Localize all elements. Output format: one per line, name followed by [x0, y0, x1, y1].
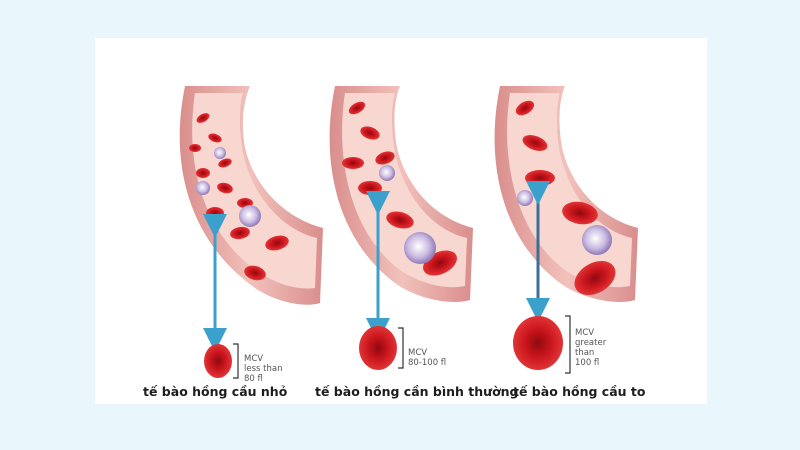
red-blood-cell	[525, 170, 555, 186]
vessel-normal-cells	[329, 86, 473, 303]
red-blood-cell	[218, 158, 232, 168]
caption-large-cells: tế bào hồng cầu to	[513, 384, 646, 399]
normal-red-cell	[359, 326, 397, 370]
large-red-cell	[513, 316, 563, 370]
white-blood-cell	[404, 232, 436, 264]
red-blood-cell	[217, 182, 233, 194]
red-blood-cell	[358, 181, 382, 195]
bracket-2	[398, 327, 404, 369]
white-blood-cell	[239, 205, 261, 227]
red-blood-cell	[574, 260, 616, 296]
red-blood-cell	[522, 135, 548, 151]
red-blood-cell	[360, 126, 380, 140]
red-blood-cell	[206, 207, 224, 219]
red-blood-cell	[348, 101, 366, 115]
vessel-large-cells	[494, 86, 638, 303]
white-blood-cell	[517, 190, 533, 206]
red-blood-cell	[230, 226, 250, 240]
red-blood-cell	[196, 168, 210, 178]
red-blood-cell	[208, 133, 222, 143]
caption-small-cells: tế bào hồng cầu nhỏ	[143, 384, 288, 399]
red-blood-cell	[189, 144, 201, 152]
red-blood-cell	[244, 265, 266, 281]
red-blood-cell	[386, 211, 414, 229]
white-blood-cell	[214, 147, 226, 159]
small-red-cell	[204, 344, 232, 378]
red-blood-cell	[375, 151, 395, 165]
white-blood-cell	[196, 181, 210, 195]
red-blood-cell	[342, 157, 364, 169]
bracket-3	[565, 315, 571, 374]
bracket-1	[233, 343, 239, 379]
caption-normal-cells: tế bào hồng cần bình thường	[315, 384, 519, 399]
red-blood-cell	[515, 100, 535, 116]
white-blood-cell	[379, 165, 395, 181]
red-blood-cell	[562, 201, 598, 225]
red-blood-cell	[196, 113, 210, 123]
vessel-2-cells	[342, 101, 457, 276]
red-blood-cell	[265, 235, 289, 251]
white-blood-cell	[582, 225, 612, 255]
diagram-artwork	[179, 86, 638, 379]
